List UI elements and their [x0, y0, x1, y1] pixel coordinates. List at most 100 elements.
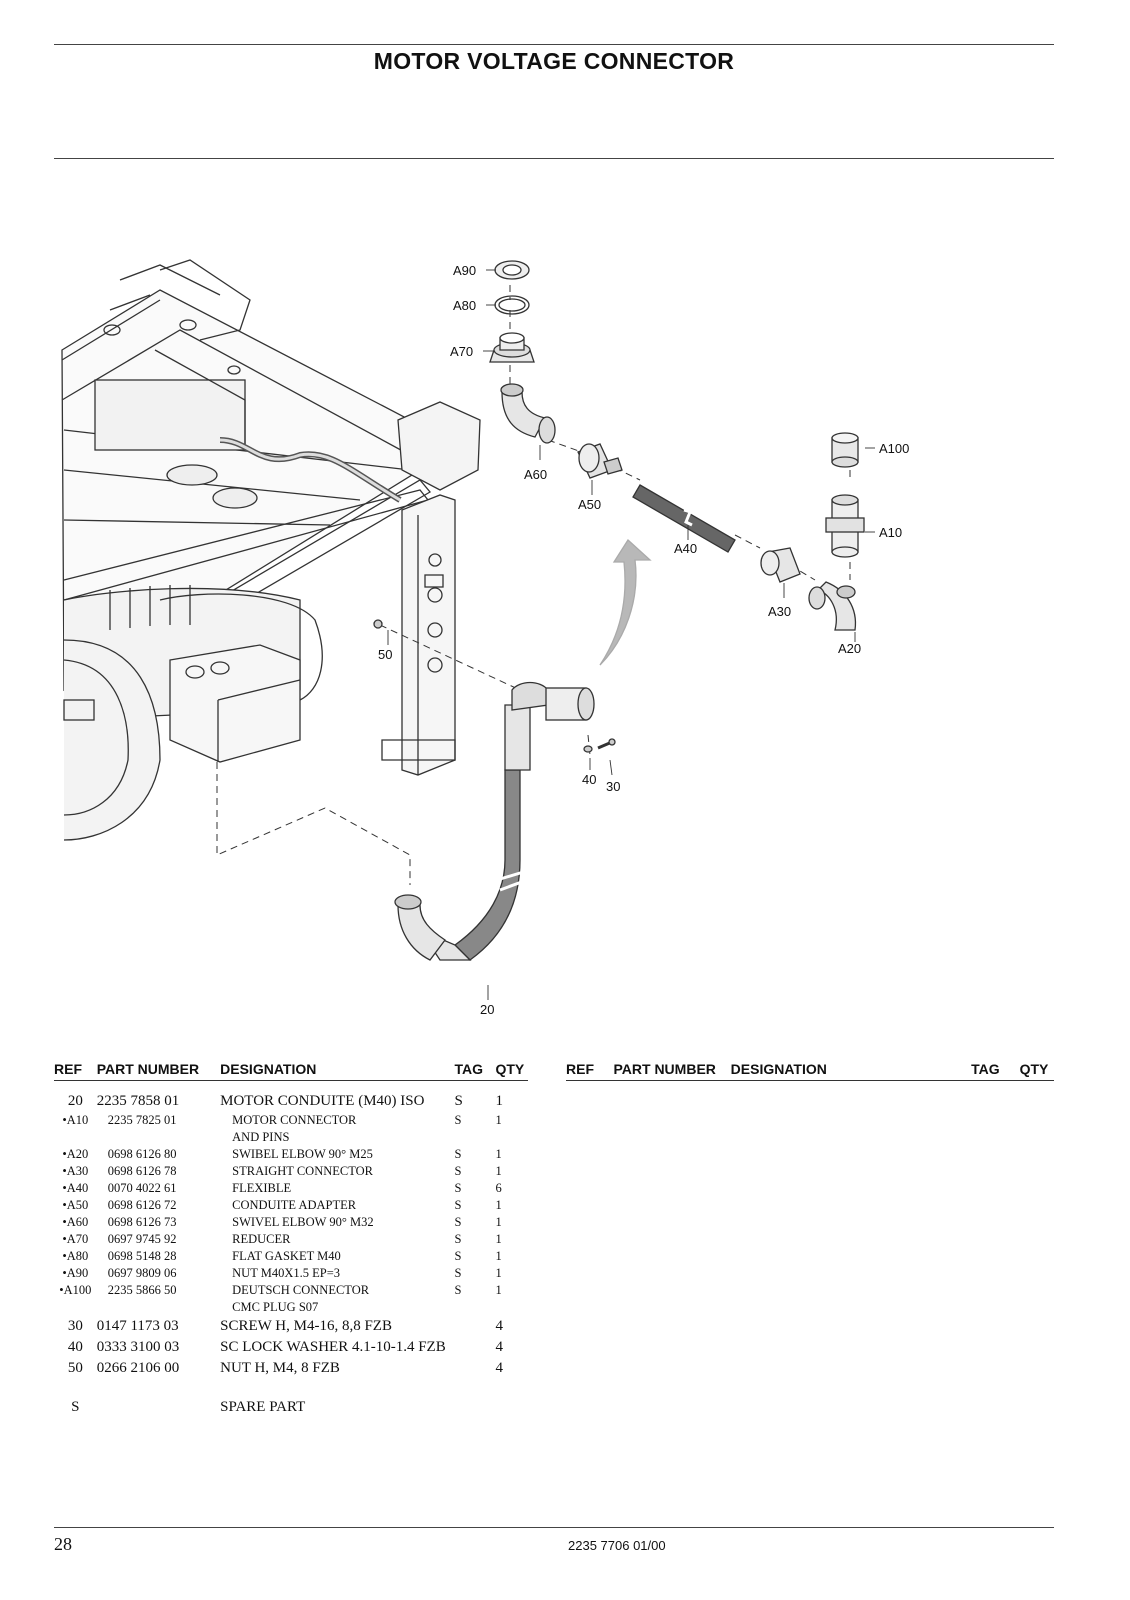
callout-30: 30 — [606, 779, 620, 794]
cell-designation: SWIBEL ELBOW 90° M25 — [232, 1147, 373, 1161]
cell-qty: 1 — [495, 1266, 502, 1280]
callout-A100: A100 — [879, 441, 909, 456]
table-header-row: REF PART NUMBER DESIGNATION TAG QTY — [54, 1061, 528, 1081]
callout-20: 20 — [480, 1002, 494, 1017]
legend-row: S SPARE PART — [54, 1379, 528, 1416]
callout-50: 50 — [378, 647, 392, 662]
cell-designation: NUT M40X1.5 EP=3 — [232, 1266, 341, 1280]
header-qty: QTY — [495, 1061, 528, 1081]
table-row: 30 0147 1173 03 SCREW H, M4-16, 8,8 FZB … — [54, 1316, 528, 1337]
cell-tag: S — [454, 1249, 462, 1263]
cell-part-number: 0697 9809 06 — [107, 1266, 177, 1280]
cell-designation: SC LOCK WASHER 4.1-10-1.4 FZB — [220, 1339, 446, 1355]
washer-40-illustration — [583, 745, 593, 753]
header-tag: TAG — [454, 1061, 496, 1081]
cell-designation: STRAIGHT CONNECTOR — [232, 1164, 374, 1178]
table-row: 50 0266 2106 00 NUT H, M4, 8 FZB 4 — [54, 1358, 528, 1379]
cell-part-number: 0698 6126 73 — [107, 1215, 177, 1229]
elbow-A20-illustration — [808, 581, 857, 631]
cell-ref: •A50 — [62, 1198, 89, 1212]
table-row: •A90 0697 9809 06 NUT M40X1.5 EP=3 S 1 — [54, 1265, 528, 1282]
cell-qty: 1 — [495, 1147, 502, 1161]
cell-tag: S — [454, 1093, 463, 1109]
page-number: 28 — [54, 1534, 72, 1554]
flexible-A40-illustration — [632, 484, 736, 553]
cell-part-number: 0698 5148 28 — [107, 1249, 177, 1263]
connector-A10-illustration — [825, 494, 865, 558]
callout-A80: A80 — [453, 298, 476, 313]
callout-labels: A90 A80 A70 A60 A50 A40 A30 A20 A10 A100… — [378, 263, 909, 1017]
cell-qty: 4 — [495, 1318, 503, 1334]
cell-ref: 20 — [67, 1093, 83, 1109]
cell-ref: •A100 — [59, 1283, 92, 1297]
header-tag: TAG — [971, 1061, 1020, 1081]
cell-qty: 1 — [495, 1249, 502, 1263]
cell-ref: •A30 — [62, 1164, 89, 1178]
header-qty: QTY — [1019, 1061, 1054, 1081]
cell-ref: 40 — [67, 1339, 83, 1355]
assembly-arrow — [599, 538, 652, 666]
cell-ref: •A80 — [62, 1249, 89, 1263]
callout-A70: A70 — [450, 344, 473, 359]
table-row: 20 2235 7858 01 MOTOR CONDUITE (M40) ISO… — [54, 1091, 528, 1112]
cell-ref: •A70 — [62, 1232, 89, 1246]
nut-50-illustration — [373, 619, 383, 629]
header-ref: REF — [566, 1061, 614, 1081]
cell-qty: 1 — [495, 1232, 502, 1246]
cell-part-number: 0698 6126 72 — [107, 1198, 177, 1212]
header-ref: REF — [54, 1061, 97, 1081]
callout-A90: A90 — [453, 263, 476, 278]
table-row: •A70 0697 9745 92 REDUCER S 1 — [54, 1231, 528, 1248]
header-bottom-rule — [54, 158, 1054, 159]
designation-line-1: DEUTSCH CONNECTOR — [232, 1283, 370, 1297]
header-designation: DESIGNATION — [220, 1061, 455, 1081]
cell-designation: MOTOR CONDUITE (M40) ISO — [220, 1093, 425, 1109]
cell-qty: 1 — [495, 1283, 502, 1297]
reducer-A70-illustration — [489, 332, 535, 363]
cell-part-number: 2235 7858 01 — [96, 1093, 180, 1109]
cell-qty: 4 — [495, 1360, 503, 1376]
top-rule — [54, 44, 1054, 45]
cell-part-number: 0147 1173 03 — [96, 1318, 179, 1334]
cell-tag: S — [454, 1181, 462, 1195]
elbow-A60-illustration — [500, 383, 556, 444]
cell-part-number: 0698 6126 78 — [107, 1164, 177, 1178]
table-row: •A30 0698 6126 78 STRAIGHT CONNECTOR S 1 — [54, 1163, 528, 1180]
cell-ref: •A20 — [62, 1147, 89, 1161]
cell-tag: S — [454, 1164, 462, 1178]
cell-part-number: 0697 9745 92 — [107, 1232, 177, 1246]
cell-qty: 1 — [495, 1113, 502, 1127]
table-row: •A20 0698 6126 80 SWIBEL ELBOW 90° M25 S… — [54, 1146, 528, 1163]
conduit-20-illustration — [394, 681, 595, 961]
legend-text: SPARE PART — [220, 1399, 306, 1415]
cell-designation: REDUCER — [232, 1232, 291, 1246]
cell-tag: S — [454, 1215, 462, 1229]
plug-A100-illustration — [831, 432, 859, 468]
cell-ref: 50 — [67, 1360, 83, 1376]
table-row: •A40 0070 4022 61 FLEXIBLE S 6 — [54, 1180, 528, 1197]
connector-A30-illustration — [760, 547, 801, 583]
cell-part-number: 2235 5866 50 — [107, 1283, 177, 1297]
cell-tag: S — [454, 1198, 462, 1212]
cell-tag — [455, 1358, 496, 1379]
chassis-frame-illustration — [61, 259, 481, 841]
cell-designation: FLEXIBLE — [232, 1181, 292, 1195]
cell-tag — [455, 1316, 496, 1337]
cell-designation: NUT H, M4, 8 FZB — [220, 1360, 340, 1376]
cell-part-number: 2235 7825 01 — [107, 1113, 177, 1127]
cell-tag — [455, 1337, 496, 1358]
cell-qty: 1 — [495, 1215, 502, 1229]
header-part-number: PART NUMBER — [96, 1061, 221, 1081]
document-code: 2235 7706 01/00 — [568, 1538, 666, 1553]
callout-40: 40 — [582, 772, 596, 787]
header-part-number: PART NUMBER — [613, 1061, 731, 1081]
cell-tag: S — [454, 1232, 462, 1246]
callout-A60: A60 — [524, 467, 547, 482]
callout-A30: A30 — [768, 604, 791, 619]
cell-tag: S — [454, 1113, 462, 1127]
cell-ref: •A40 — [62, 1181, 89, 1195]
